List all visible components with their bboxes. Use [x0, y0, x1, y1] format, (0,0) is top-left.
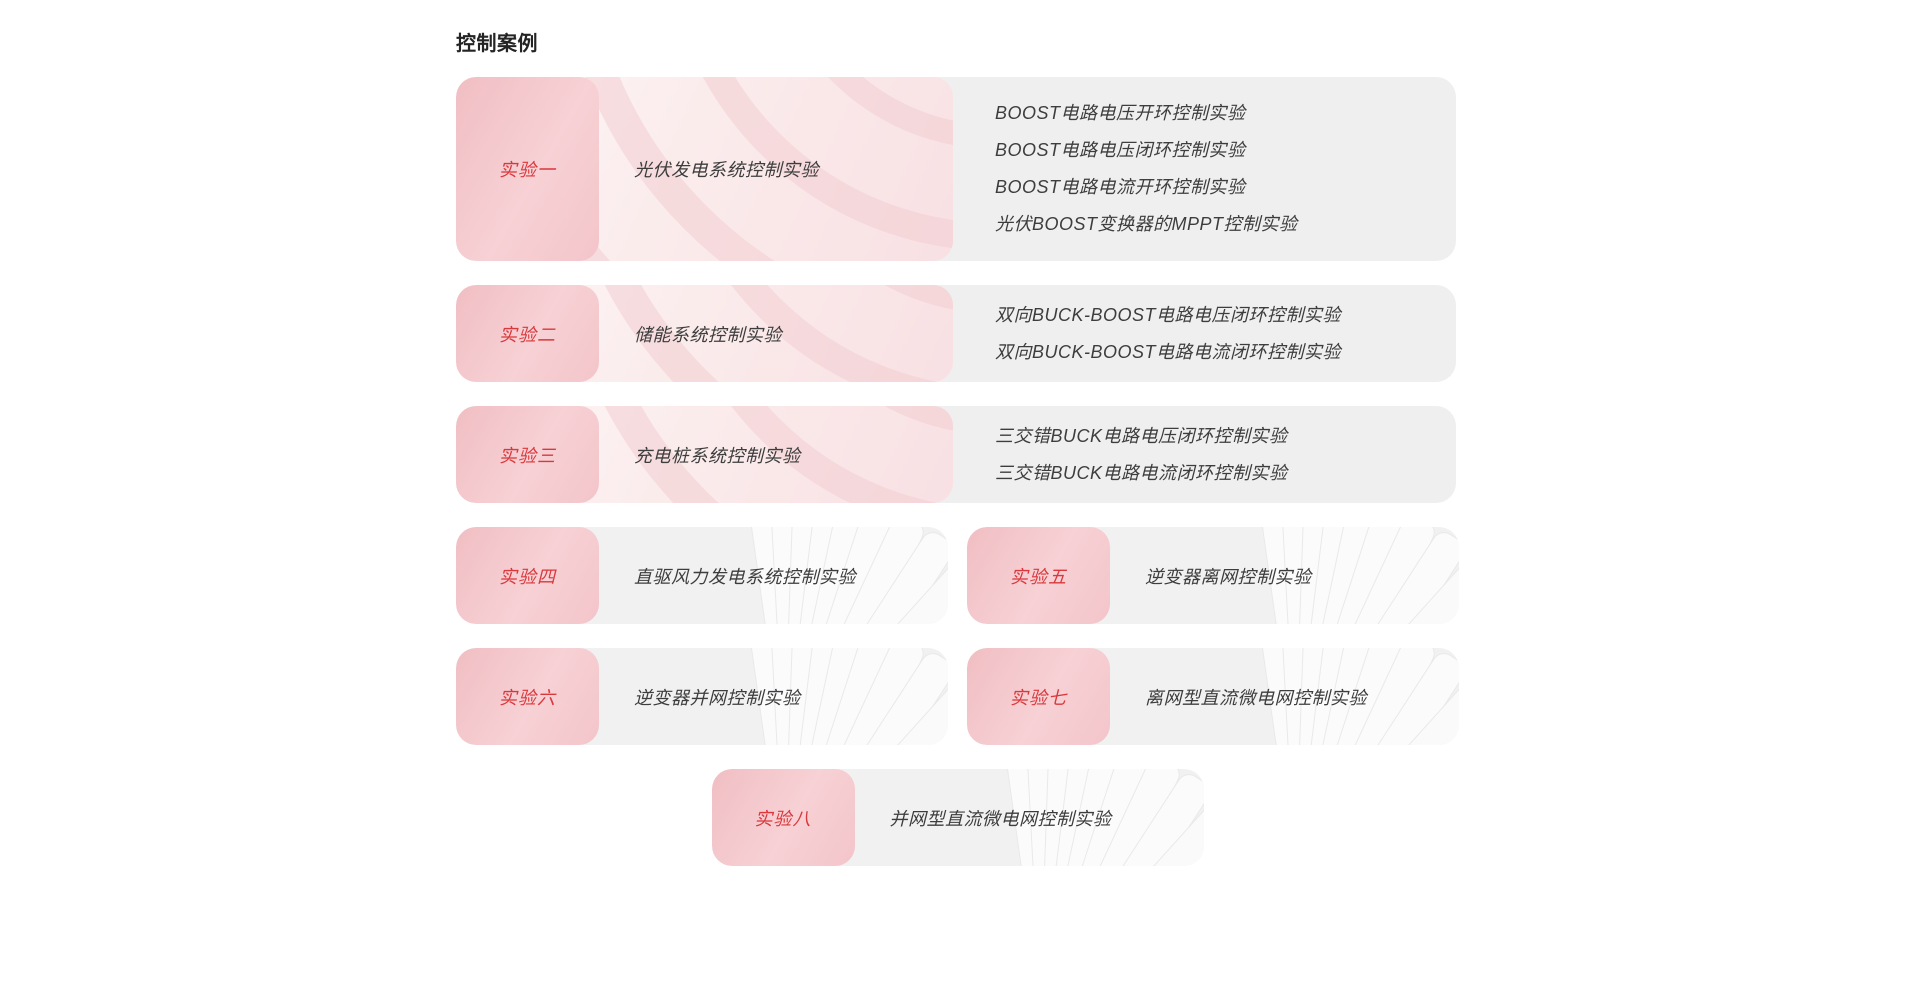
page-title: 控制案例 [456, 33, 538, 55]
experiment-description: 离网型直流微电网控制实验 [1145, 687, 1367, 708]
experiment-item: BOOST电路电流开环控制实验 [995, 177, 1246, 197]
experiment-label: 实验七 [1010, 687, 1067, 708]
experiment-card-1[interactable]: 实验一 光伏发电系统控制实验 BOOST电路电压开环控制实验 BOOST电路电压… [456, 77, 1456, 261]
experiment-label-badge: 实验七 [967, 648, 1110, 745]
experiment-label: 实验一 [499, 160, 556, 180]
experiment-label: 实验六 [499, 687, 556, 708]
experiment-label-badge: 实验二 [456, 285, 599, 382]
experiment-label-badge: 实验一 [456, 77, 599, 261]
experiment-card-6[interactable]: 实验六 逆变器并网控制实验 [456, 648, 948, 745]
experiment-item: BOOST电路电压开环控制实验 [995, 103, 1246, 123]
experiment-description: 并网型直流微电网控制实验 [889, 808, 1112, 829]
experiment-description: 储能系统控制实验 [634, 324, 782, 345]
experiment-card-2[interactable]: 实验二 储能系统控制实验 双向BUCK-BOOST电路电压闭环控制实验 双向BU… [456, 285, 1456, 382]
experiment-card-list: 实验一 光伏发电系统控制实验 BOOST电路电压开环控制实验 BOOST电路电压… [456, 77, 1459, 866]
experiment-label-badge: 实验三 [456, 406, 599, 503]
experiment-label: 实验三 [499, 445, 556, 466]
experiment-card-4[interactable]: 实验四 直驱风力发电系统控制实验 [456, 527, 948, 624]
experiment-label-badge: 实验四 [456, 527, 599, 624]
experiment-item: 三交错BUCK电路电流闭环控制实验 [995, 462, 1288, 483]
experiment-item: 光伏BOOST变换器的MPPT控制实验 [995, 214, 1298, 234]
experiment-description: 充电桩系统控制实验 [634, 445, 801, 466]
experiment-label: 实验四 [499, 566, 556, 587]
experiment-label-badge: 实验六 [456, 648, 599, 745]
experiment-description: 直驱风力发电系统控制实验 [634, 566, 856, 587]
experiment-card-3[interactable]: 实验三 充电桩系统控制实验 三交错BUCK电路电压闭环控制实验 三交错BUCK电… [456, 406, 1456, 503]
experiment-description: 逆变器离网控制实验 [1145, 566, 1312, 587]
experiment-label: 实验二 [499, 324, 556, 345]
experiment-card-7[interactable]: 实验七 离网型直流微电网控制实验 [967, 648, 1459, 745]
experiment-item: 双向BUCK-BOOST电路电压闭环控制实验 [995, 304, 1342, 325]
experiment-item: 双向BUCK-BOOST电路电流闭环控制实验 [995, 341, 1342, 362]
experiment-card-8[interactable]: 实验八 并网型直流微电网控制实验 [711, 769, 1204, 866]
experiment-card-5[interactable]: 实验五 逆变器离网控制实验 [967, 527, 1459, 624]
experiment-label-badge: 实验八 [711, 769, 855, 866]
experiment-description: 光伏发电系统控制实验 [634, 160, 819, 180]
experiment-label: 实验五 [1010, 566, 1067, 587]
experiment-label-badge: 实验五 [967, 527, 1110, 624]
control-cases-section: 控制案例 实验一 光伏发电系统控制实验 BOOST电路电压开环控制实验 BOOS… [456, 27, 1459, 866]
experiment-item: BOOST电路电压闭环控制实验 [995, 140, 1246, 160]
experiment-item-list: 双向BUCK-BOOST电路电压闭环控制实验 双向BUCK-BOOST电路电流闭… [995, 285, 1341, 382]
experiment-item-list: BOOST电路电压开环控制实验 BOOST电路电压闭环控制实验 BOOST电路电… [995, 77, 1298, 261]
experiment-item: 三交错BUCK电路电压闭环控制实验 [995, 425, 1288, 446]
experiment-item-list: 三交错BUCK电路电压闭环控制实验 三交错BUCK电路电流闭环控制实验 [995, 406, 1288, 503]
experiment-description: 逆变器并网控制实验 [634, 687, 801, 708]
experiment-label: 实验八 [754, 808, 812, 829]
